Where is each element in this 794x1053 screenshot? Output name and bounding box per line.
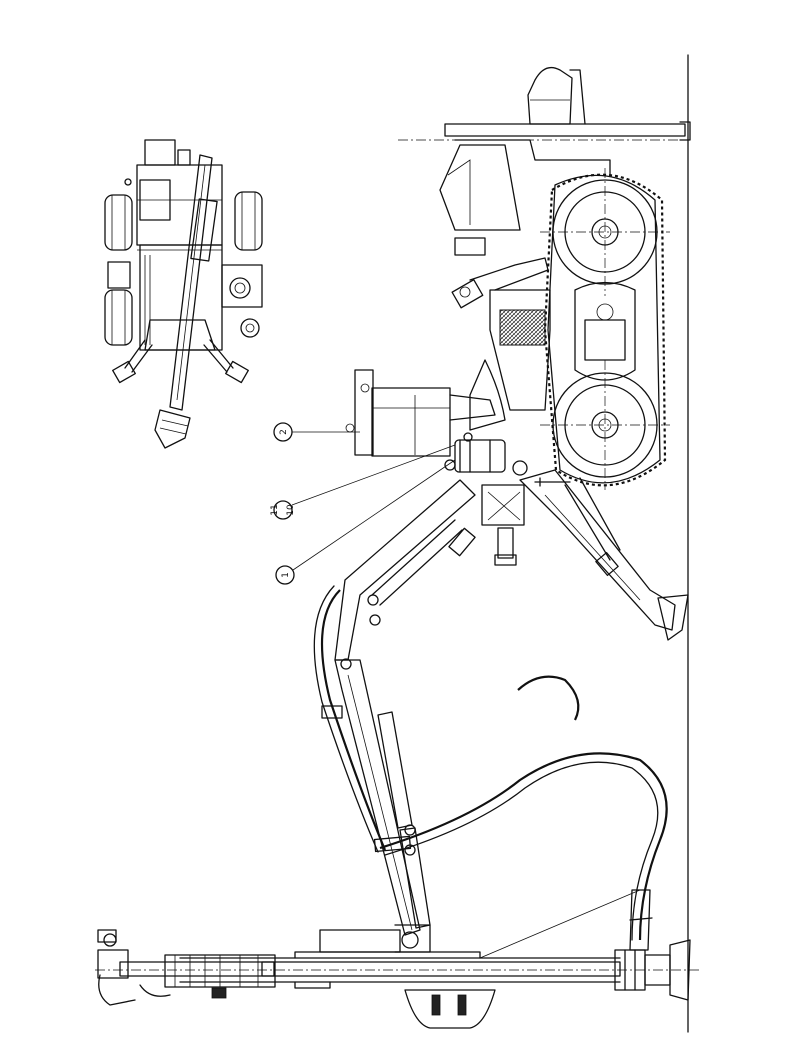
side-view — [95, 66, 700, 1029]
callout-11: 11 — [270, 504, 280, 515]
callout-2: 2 — [279, 429, 289, 435]
top-view — [104, 139, 263, 449]
callout-1: 1 — [281, 572, 291, 578]
callouts: 2 11 10 1 — [270, 422, 456, 585]
callout-10: 10 — [286, 504, 296, 516]
